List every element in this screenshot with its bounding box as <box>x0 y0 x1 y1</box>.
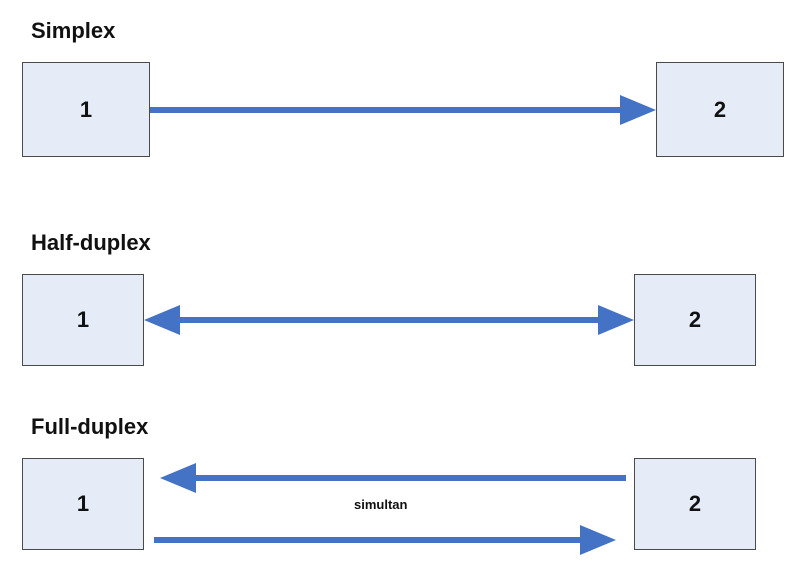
full-duplex-arrow-reverse <box>160 463 626 493</box>
full-duplex-note: simultan <box>354 497 408 512</box>
half-duplex-arrow <box>144 305 634 335</box>
simplex-node-2: 2 <box>656 62 784 157</box>
simplex-node-1: 1 <box>22 62 150 157</box>
simplex-title: Simplex <box>31 18 116 43</box>
full-duplex-node-1: 1 <box>22 458 144 550</box>
full-duplex-title: Full-duplex <box>31 414 149 439</box>
half-duplex-title: Half-duplex <box>31 230 151 255</box>
simplex-arrow <box>150 95 656 125</box>
half-duplex-node-1: 1 <box>22 274 144 366</box>
half-duplex-node-2: 2 <box>634 274 756 366</box>
full-duplex-arrow-forward <box>154 525 616 555</box>
full-duplex-node-2: 2 <box>634 458 756 550</box>
